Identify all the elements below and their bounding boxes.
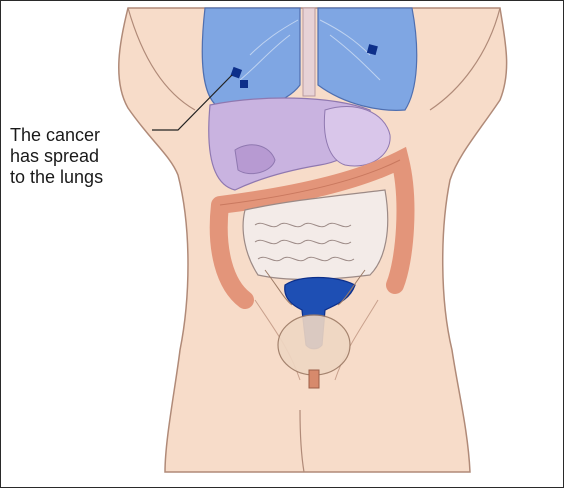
callout-line-2: has spread (10, 146, 103, 167)
bladder (278, 315, 350, 375)
callout-label: The cancer has spread to the lungs (10, 125, 103, 188)
lung-left (202, 8, 300, 109)
lung-right (318, 8, 417, 110)
tumor-marker (240, 80, 248, 88)
callout-line-3: to the lungs (10, 167, 103, 188)
callout-line-1: The cancer (10, 125, 103, 146)
